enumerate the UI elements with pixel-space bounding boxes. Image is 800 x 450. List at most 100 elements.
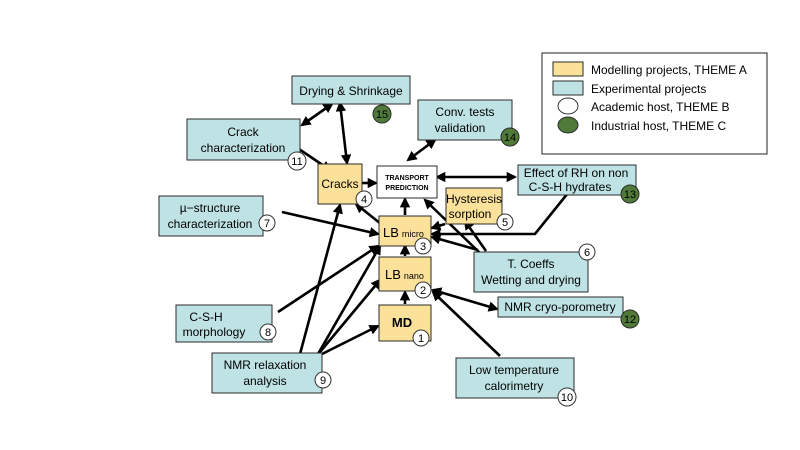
badge-number: 14 [504, 132, 516, 144]
node-label-1: Hysteresis [446, 192, 502, 206]
academic-badge [314, 371, 332, 389]
node-label-1: µ−structure [180, 201, 241, 215]
badge-number: 4 [361, 194, 367, 206]
node-microstructure: µ−structure characterization 7 [158, 195, 276, 237]
node-csh-morphology: C-S-H morphology 8 [175, 304, 277, 343]
academic-badge [258, 214, 276, 232]
node-label-2: PREDICTION [385, 185, 428, 192]
badge-number: 12 [624, 314, 636, 326]
arrow-csh-lbmicro [277, 244, 380, 314]
arrow-drying-cracks [335, 100, 352, 166]
node-label: Drying & Shrinkage [299, 84, 403, 98]
node-transport-prediction: TRANSPORT PREDICTION [376, 165, 438, 199]
academic-badge [414, 237, 432, 255]
legend-label-industrial: Industrial host, THEME C [591, 119, 726, 133]
lb-sub: micro [402, 229, 424, 239]
node-label-1: Effect of RH on non [524, 166, 629, 180]
node-label: NMR cryo-porometry [504, 300, 615, 314]
badge-number: 2 [420, 285, 426, 297]
node-crack-characterization: Crack characterization 11 [186, 118, 307, 171]
node-label-1: Low temperature [469, 363, 559, 377]
arrow-nmr-cracks [298, 202, 343, 355]
industrial-badge [500, 127, 520, 147]
arrow-lbmicro-cracks [354, 202, 382, 226]
lb-main: LB [383, 225, 399, 240]
arrow-conv-transport [406, 138, 437, 162]
industrial-badge [372, 104, 392, 124]
node-label-1: T. Coeffs [507, 257, 554, 271]
arrow-nmrcryo-lbnano [431, 287, 499, 312]
badge-number: 1 [418, 333, 424, 345]
academic-badge [412, 329, 430, 347]
node-label-2: C-S-H hydrates [529, 180, 612, 194]
node-label-2: Wetting and drying [481, 273, 581, 287]
academic-badge [496, 213, 514, 231]
legend-label-academic: Academic host, THEME B [591, 100, 730, 114]
node-label-1: C-S-H [189, 310, 222, 324]
industrial-badge [620, 309, 640, 329]
legend-swatch-industrial [557, 116, 579, 134]
academic-badge [557, 387, 577, 407]
legend-swatch-modelling [552, 61, 584, 77]
arrow-hysteresis-lbmicro [430, 220, 446, 231]
badge-number: 15 [376, 109, 388, 121]
node-label-2: analysis [243, 374, 286, 388]
legend-label-experimental: Experimental projects [591, 82, 706, 96]
academic-badge [287, 151, 307, 171]
arrow-nmr-lbmicro [316, 244, 382, 355]
node-label-1: NMR relaxation [224, 358, 307, 372]
arrow-lowtemp-lbnano [431, 290, 501, 357]
academic-badge [578, 243, 596, 261]
node-tcoeffs: T. Coeffs Wetting and drying 6 [473, 243, 596, 293]
node-label: MD [392, 315, 412, 330]
node-nmr-relaxation: NMR relaxation analysis 9 [211, 352, 332, 394]
badge-number: 3 [420, 241, 426, 253]
node-label-2: characterization [168, 217, 253, 231]
badge-number: 6 [584, 247, 590, 259]
node-nmr-cryo: NMR cryo-porometry 12 [497, 296, 640, 329]
arrow-drying-crackchar [300, 102, 334, 127]
badge-number: 10 [561, 392, 573, 404]
node-label-2: validation [435, 121, 486, 135]
arrows [277, 100, 570, 357]
arrow-effectrh-lbmicro [429, 192, 570, 240]
arrow-micro-lbmicro [281, 210, 381, 238]
node-label-2: sorption [449, 207, 492, 221]
node-label: Cracks [321, 177, 358, 191]
badge-number: 13 [624, 189, 636, 201]
node-cracks: Cracks 4 [317, 163, 373, 208]
arrow-nmr-md [321, 324, 380, 356]
node-label-2: morphology [183, 325, 246, 339]
industrial-badge [620, 184, 640, 204]
academic-badge [414, 281, 432, 299]
lb-main: LB [385, 267, 401, 282]
node-md: MD 1 [378, 304, 432, 347]
legend-swatch-academic [557, 97, 579, 115]
node-label-1: Conv. tests [435, 105, 494, 119]
badge-number: 7 [264, 218, 270, 230]
academic-badge [355, 190, 373, 208]
badge-number: 11 [291, 156, 302, 168]
lb-sub: nano [404, 271, 424, 281]
node-effect-rh: Effect of RH on non C-S-H hydrates 13 [517, 164, 640, 204]
node-label-1: TRANSPORT [385, 175, 429, 182]
badge-number: 5 [502, 217, 508, 229]
node-hysteresis-sorption: Hysteresis sorption 5 [445, 187, 514, 231]
legend: Modelling projects, THEME A Experimental… [541, 52, 768, 155]
arrow-tcoeffs-transport [423, 198, 481, 254]
arrow-nmr-lbnano [319, 278, 382, 353]
node-label-2: calorimetry [485, 379, 544, 393]
node-label-2: characterization [201, 141, 286, 155]
badge-number: 8 [265, 327, 271, 339]
arrow-tcoeffs-lbmicro [429, 234, 479, 252]
badge-number: 9 [320, 375, 326, 387]
legend-swatch-experimental [552, 80, 584, 96]
academic-badge [259, 323, 277, 341]
node-label-1: Crack [227, 125, 259, 139]
node-drying-shrinkage: Drying & Shrinkage 15 [291, 75, 411, 124]
node-low-temp: Low temperature calorimetry 10 [455, 357, 577, 407]
